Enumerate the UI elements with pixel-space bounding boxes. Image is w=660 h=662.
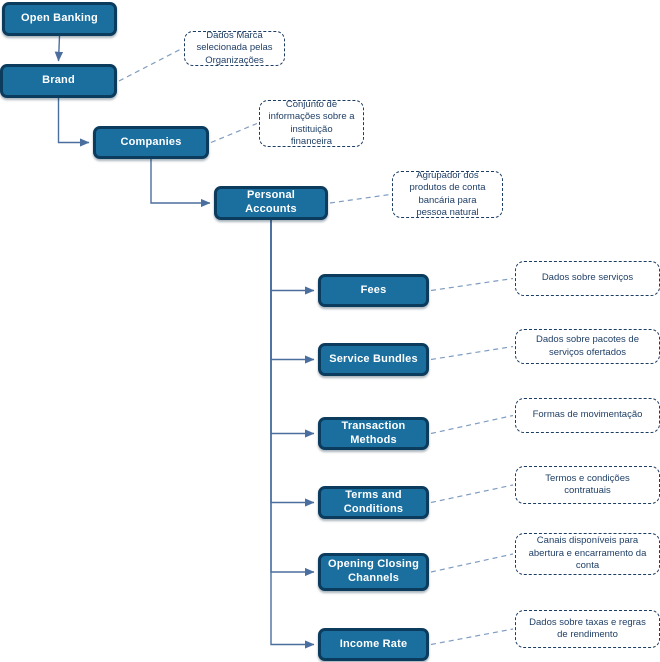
node-brand[interactable]: Brand — [0, 64, 117, 98]
node-income-rate[interactable]: Income Rate — [318, 628, 429, 661]
annotation-text: Dados sobre serviços — [541, 272, 634, 284]
node-label: Terms and Conditions — [343, 488, 404, 515]
annotation-text: Dados sobre taxas e regras de rendimento — [529, 616, 646, 640]
edge-personal-terms — [270, 220, 315, 507]
node-label: Brand — [42, 74, 75, 87]
edge-note-personal — [329, 193, 391, 204]
node-label: Companies — [120, 135, 182, 148]
annotation-text: Dados Marca selecionada pelas Organizaçõ… — [196, 29, 273, 66]
node-opening-closing-channels[interactable]: Opening Closing Channels — [318, 553, 429, 591]
edge-brand-companies — [57, 98, 90, 147]
node-label: Fees — [360, 283, 387, 296]
edge-personal-opening-closing — [270, 220, 315, 577]
annotation-text: Conjunto de informações sobre a institui… — [268, 98, 355, 147]
annotation-text: Termos e condições contratuais — [545, 472, 630, 496]
annotation-text: Dados sobre pacotes de serviços ofertado… — [536, 334, 639, 358]
node-open-banking[interactable]: Open Banking — [2, 2, 117, 36]
node-label: Transaction Methods — [341, 419, 406, 446]
edge-note-brand — [118, 47, 183, 82]
node-fees[interactable]: Fees — [318, 274, 429, 307]
annotation-text: Canais disponíveis para abertura e encar… — [528, 535, 647, 572]
edge-note-companies — [210, 122, 258, 144]
annotation-note-transaction-methods: Formas de movimentação — [515, 398, 660, 433]
node-terms-and-conditions[interactable]: Terms and Conditions — [318, 486, 429, 519]
edge-note-transaction — [430, 414, 514, 435]
annotation-note-brand: Dados Marca selecionada pelas Organizaçõ… — [184, 29, 285, 66]
edge-note-terms — [430, 484, 514, 504]
edge-note-service-bundles — [430, 345, 514, 361]
edge-note-opening-closing — [430, 553, 514, 573]
annotation-note-opening-closing: Canais disponíveis para abertura e encar… — [515, 533, 660, 575]
annotation-note-personal-accounts: Agrupador dos produtos de conta bancária… — [392, 169, 503, 218]
node-companies[interactable]: Companies — [93, 126, 209, 159]
annotation-text: Formas de movimentação — [532, 409, 643, 421]
edge-companies-personal — [150, 159, 211, 208]
annotation-text: Agrupador dos produtos de conta bancária… — [409, 169, 486, 218]
node-service-bundles[interactable]: Service Bundles — [318, 343, 429, 376]
edge-personal-fees — [270, 220, 315, 295]
node-label: Income Rate — [339, 637, 408, 650]
edge-note-income-rate — [430, 628, 514, 646]
annotation-note-income-rate: Dados sobre taxas e regras de rendimento — [515, 610, 660, 648]
edge-note-fees — [430, 277, 514, 292]
edge-personal-transaction — [270, 220, 315, 438]
node-label: Service Bundles — [329, 352, 418, 365]
node-label: Personal Accounts — [245, 189, 297, 215]
edge-open-banking-brand — [54, 35, 64, 62]
annotation-note-terms-and-conditions: Termos e condições contratuais — [515, 466, 660, 504]
node-label: Opening Closing Channels — [328, 558, 419, 584]
edge-personal-service-bundles — [270, 220, 315, 364]
node-label: Open Banking — [21, 12, 98, 25]
annotation-note-companies: Conjunto de informações sobre a institui… — [259, 98, 364, 147]
annotation-note-service-bundles: Dados sobre pacotes de serviços ofertado… — [515, 329, 660, 364]
annotation-note-fees: Dados sobre serviços — [515, 261, 660, 296]
node-personal-accounts[interactable]: Personal Accounts — [214, 186, 328, 220]
edge-personal-income-rate — [270, 220, 315, 649]
node-transaction-methods[interactable]: Transaction Methods — [318, 417, 429, 450]
